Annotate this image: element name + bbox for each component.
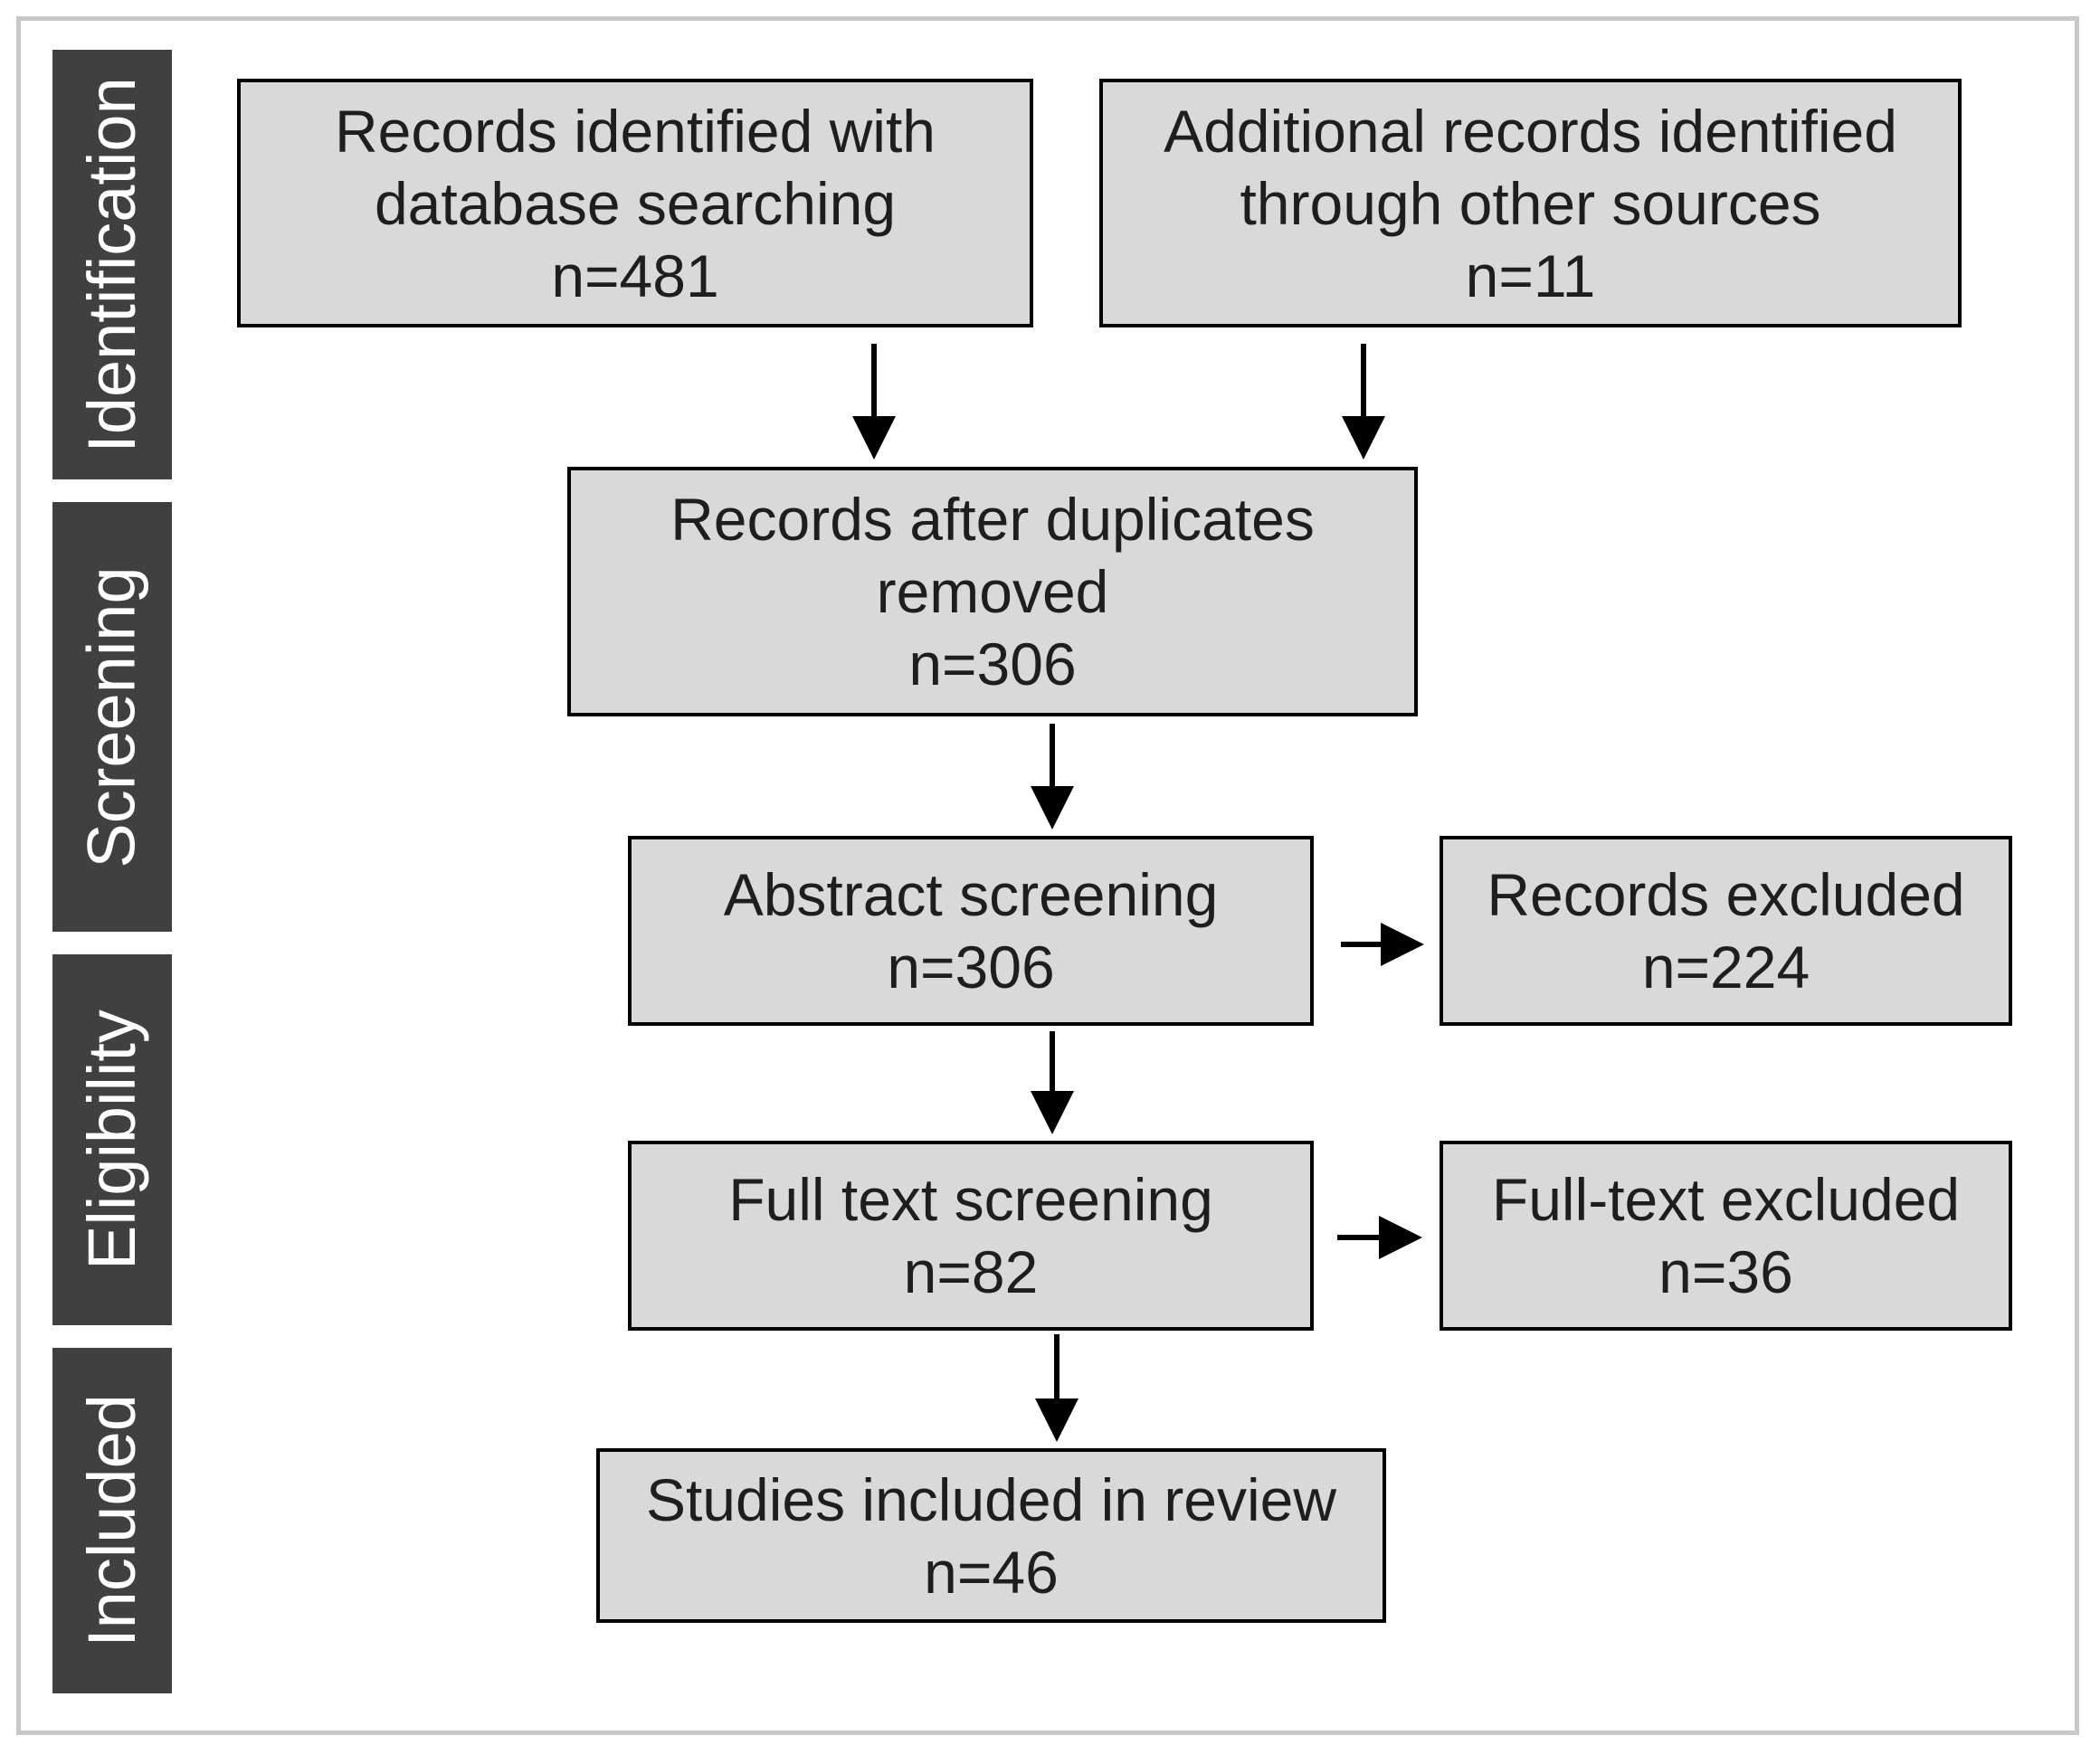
box-records-excluded-count: n=224 <box>1641 934 1810 1000</box>
stage-screening: Screening <box>52 502 172 932</box>
box-database-line2: database searching <box>374 169 897 237</box>
box-included-count: n=46 <box>924 1538 1059 1606</box>
box-after-duplicates-line1: Records after duplicates <box>670 486 1315 553</box>
box-full-text-excluded: Full-text excluded n=36 <box>1440 1141 2012 1331</box>
box-records-excluded: Records excluded n=224 <box>1440 836 2012 1026</box>
box-abstract-screening-count: n=306 <box>887 934 1055 1000</box>
box-included-line1: Studies included in review <box>645 1465 1337 1533</box>
box-abstract-screening: Abstract screening n=306 <box>628 836 1314 1026</box>
box-database-line1: Records identified with <box>335 97 936 165</box>
stage-included: Included <box>52 1348 172 1693</box>
box-abstract-screening-line1: Abstract screening <box>723 861 1219 928</box>
box-after-duplicates: Records after duplicates removed n=306 <box>567 467 1418 716</box>
box-included-in-review: Studies included in review n=46 <box>596 1448 1386 1623</box>
box-after-duplicates-line2: removed <box>876 558 1109 625</box>
box-database-searching: Records identified with database searchi… <box>237 79 1033 327</box>
box-full-text-screening-count: n=82 <box>903 1238 1039 1305</box>
stage-identification: Identification <box>52 50 172 479</box>
box-full-text-screening: Full text screening n=82 <box>628 1141 1314 1331</box>
box-other-sources-count: n=11 <box>1465 242 1596 309</box>
box-records-excluded-line1: Records excluded <box>1487 861 1965 928</box>
box-after-duplicates-count: n=306 <box>908 630 1077 697</box>
box-other-sources: Additional records identified through ot… <box>1099 79 1962 327</box>
box-full-text-excluded-line1: Full-text excluded <box>1491 1166 1961 1233</box>
box-other-sources-line2: through other sources <box>1240 169 1821 237</box>
box-full-text-screening-line1: Full text screening <box>728 1166 1213 1233</box>
box-other-sources-line1: Additional records identified <box>1164 97 1897 165</box>
box-database-count: n=481 <box>551 242 719 309</box>
stage-eligibility: Eligibility <box>52 954 172 1325</box>
box-full-text-excluded-count: n=36 <box>1658 1238 1793 1305</box>
